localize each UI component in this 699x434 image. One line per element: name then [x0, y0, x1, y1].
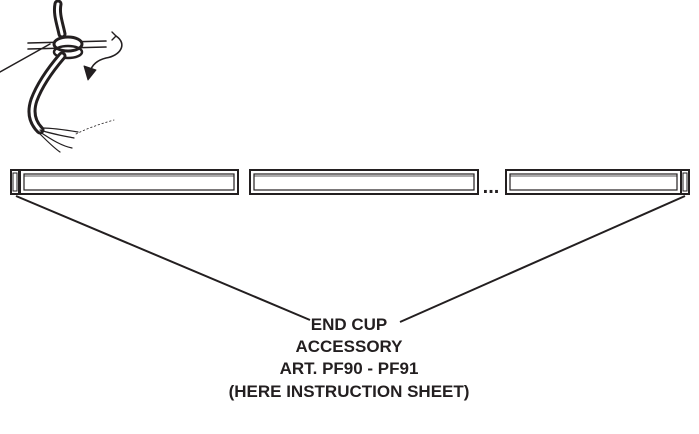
leader-line-left: [15, 195, 311, 321]
caption-line-1: END CUP: [310, 315, 388, 334]
strip-segment-1: [19, 169, 239, 195]
end-cap-left: [10, 169, 20, 195]
end-cap-right: [680, 169, 690, 195]
strip-segment-2: [249, 169, 479, 195]
caption-line-3: ART. PF90 - PF91: [279, 359, 419, 378]
leader-line-clamp: [0, 43, 51, 73]
rotation-arrow: [89, 35, 123, 73]
caption-line-4: (HERE INSTRUCTION SHEET): [228, 382, 470, 401]
caption-line-2: ACCESSORY: [295, 337, 403, 356]
continuation-ellipsis: ...: [483, 176, 500, 198]
cable-clamp-illustration: [0, 0, 123, 153]
leader-line-right: [399, 195, 686, 323]
strip-segment-3: [505, 169, 682, 195]
wire-strands: [39, 127, 79, 153]
